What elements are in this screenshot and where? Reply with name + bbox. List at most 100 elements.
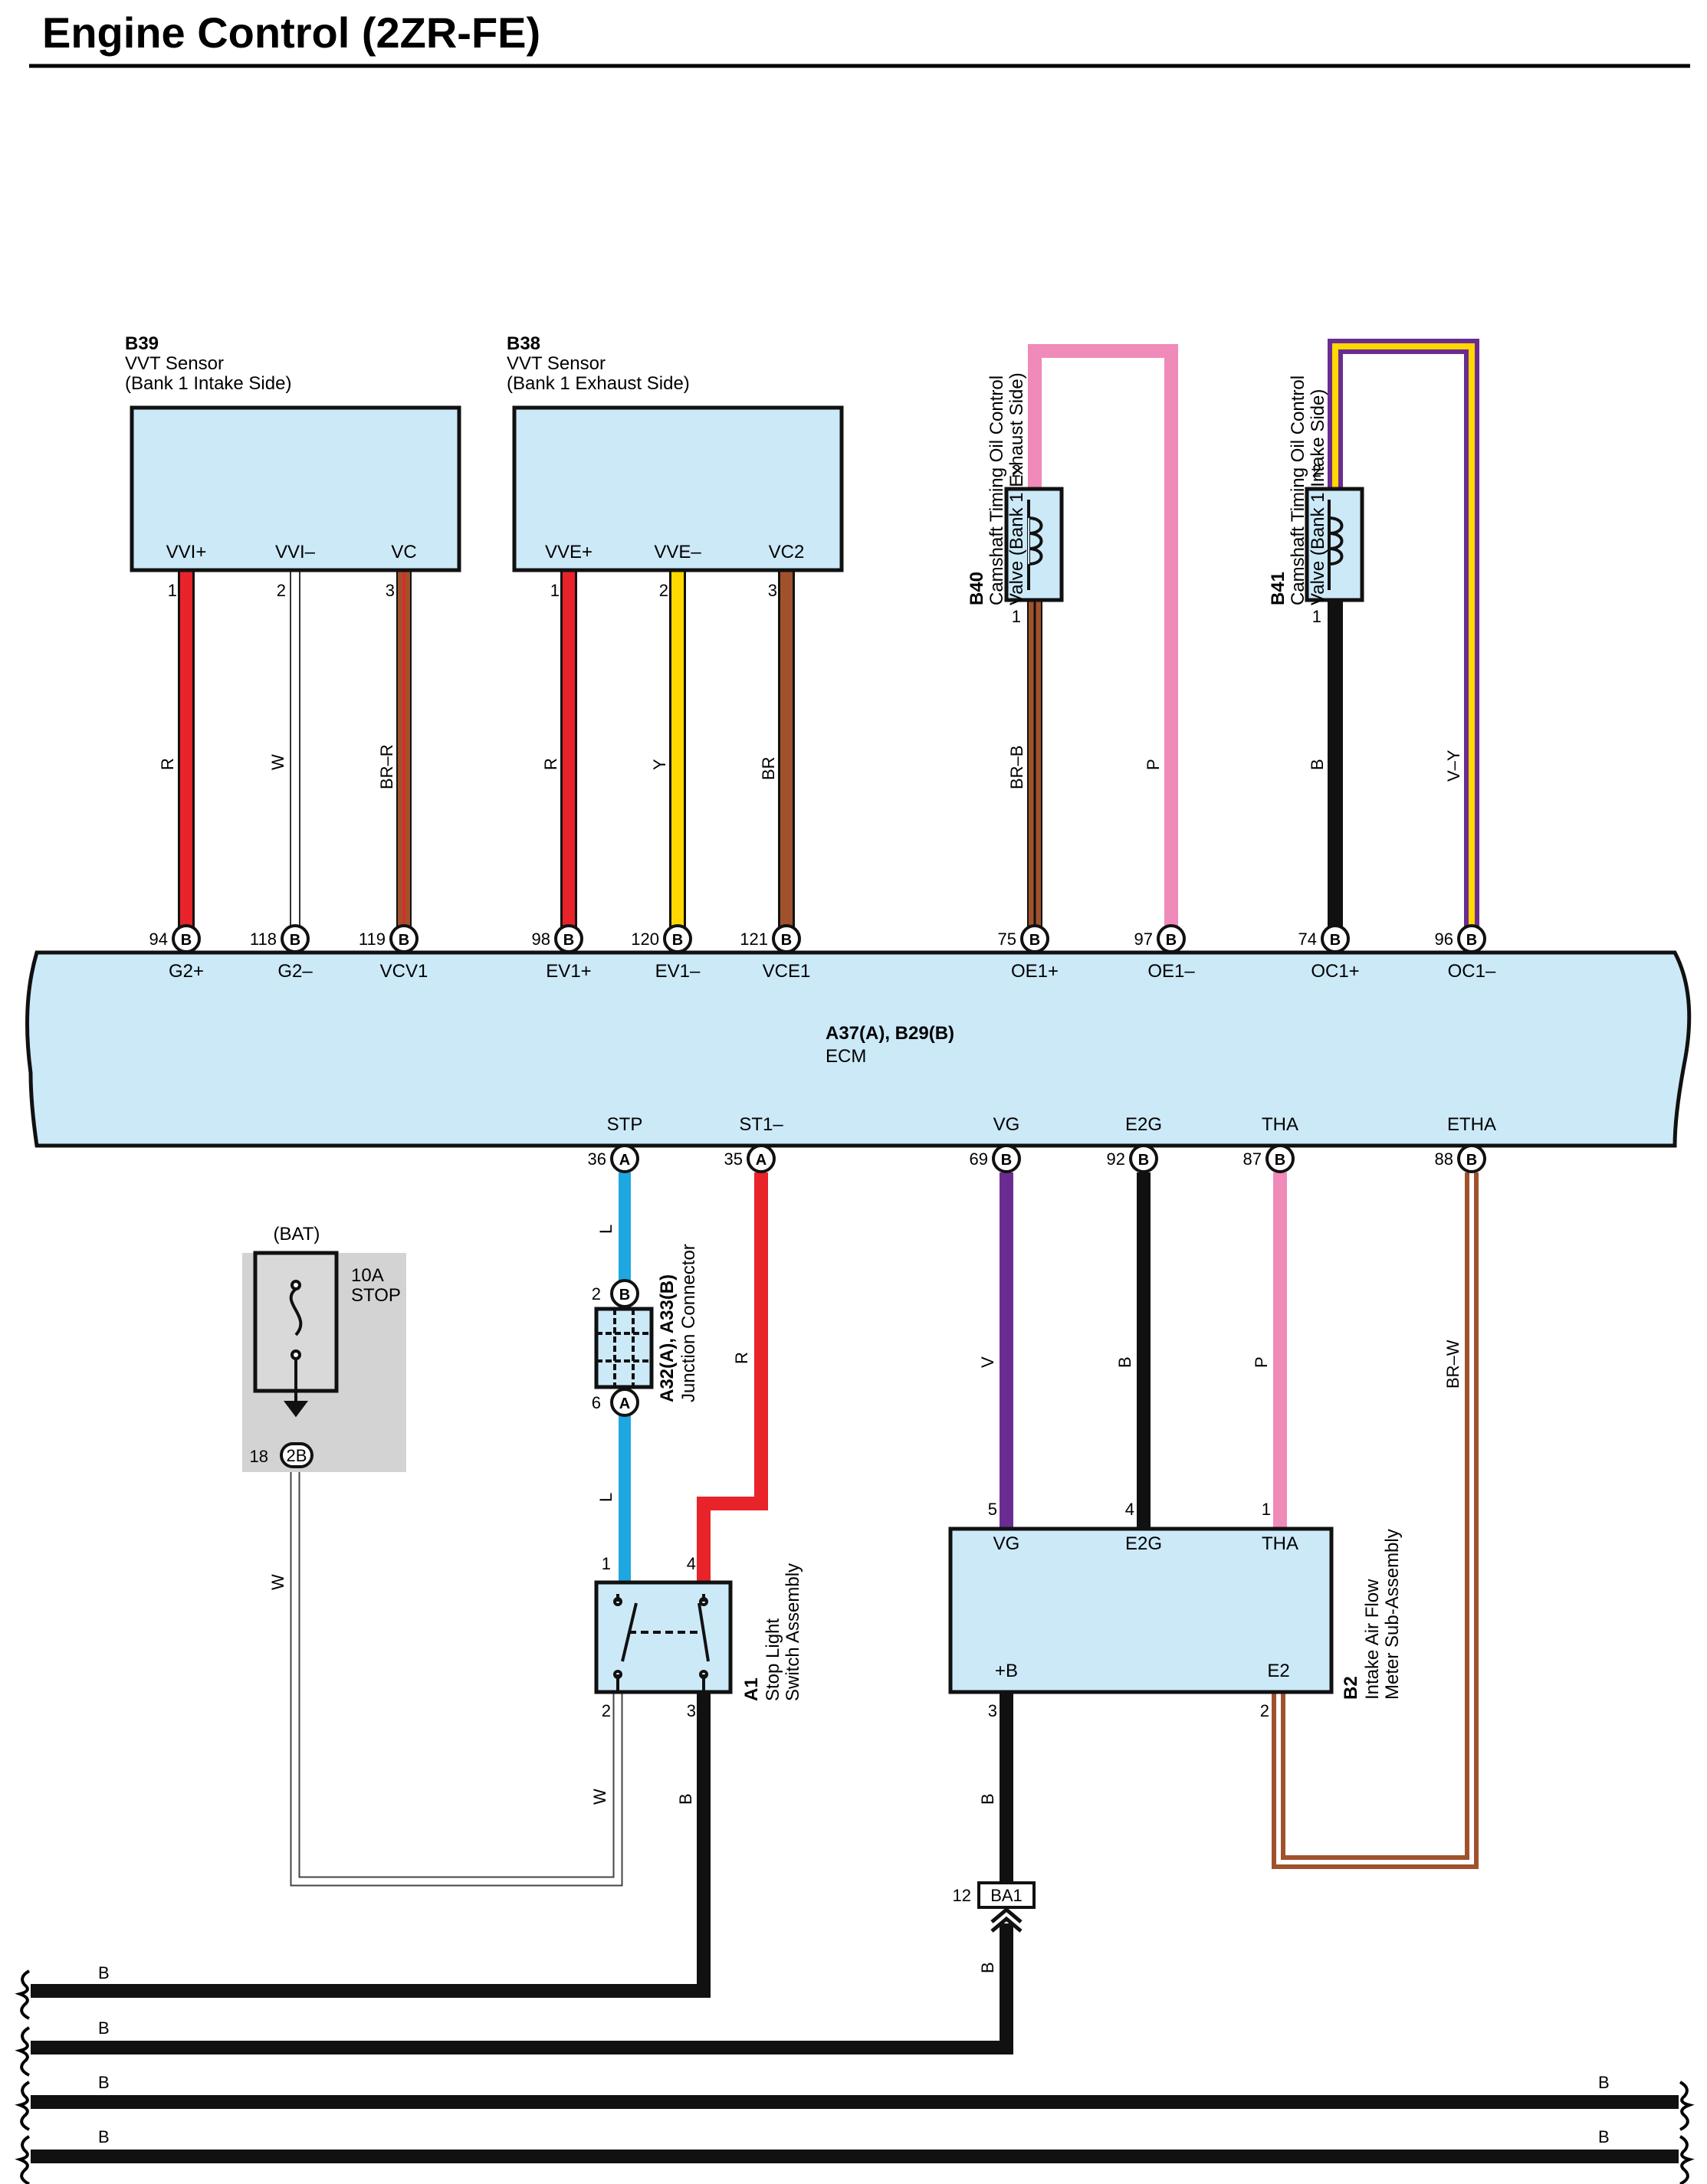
ecm-terminal-conn: A xyxy=(619,1152,630,1169)
ecm-terminal-circle xyxy=(747,1144,776,1173)
ecm-terminal-num: 96 xyxy=(1435,930,1453,949)
ecm-terminal-num: 98 xyxy=(532,930,550,949)
wire-label-vg: V xyxy=(978,1356,997,1368)
wire-labels-bottom: L L R V B P BR–W W W B B B B B B B B B xyxy=(98,1225,1610,2146)
wire-label-fuse-w: W xyxy=(268,1574,287,1590)
fuse-conn-label: 2B xyxy=(287,1446,307,1465)
ecm-terminal-circle xyxy=(1457,1144,1486,1173)
b39-line1: VVT Sensor xyxy=(125,353,224,374)
ecm-terminal-conn: B xyxy=(399,932,409,949)
wire-label-b39-1: R xyxy=(158,758,177,770)
fuse-source: (BAT) xyxy=(274,1224,320,1244)
wire-oc1minus xyxy=(1328,339,1479,927)
ecm-terminal-conn: B xyxy=(781,932,792,949)
ecm-terminal-label: OE1+ xyxy=(1011,961,1059,982)
ba1-chevron-icon xyxy=(990,1907,1023,1933)
ecm-terminal-conn: B xyxy=(1275,1152,1285,1169)
b38-pin-num-2: 2 xyxy=(659,581,668,600)
b2-pin-num-3: 3 xyxy=(988,1701,997,1720)
ecm-terminal-conn: B xyxy=(1330,932,1341,949)
wire-label-tha: P xyxy=(1252,1356,1271,1368)
ecm-terminal-num: 94 xyxy=(149,930,168,949)
ecm-terminal-conn: B xyxy=(181,932,192,949)
b41-box xyxy=(1305,487,1364,602)
b40-box xyxy=(1004,487,1064,602)
wire-label-b41-2: V–Y xyxy=(1444,749,1463,782)
a1-pin-4: 4 xyxy=(687,1554,696,1573)
wire-label-b39-2: W xyxy=(268,754,287,770)
wire-label-sw2: W xyxy=(590,1789,609,1805)
b38-box xyxy=(512,405,844,572)
b40-pin-1: 1 xyxy=(1012,607,1021,626)
ba1-num: 12 xyxy=(953,1886,971,1905)
wire-ba1-b xyxy=(31,1923,1013,2054)
ecm-terminal-conn: B xyxy=(672,932,683,949)
ecm-terminal-num: 92 xyxy=(1107,1149,1125,1169)
ecm-terminal-circle xyxy=(1457,924,1486,953)
ecm-terminal-circle xyxy=(610,1144,639,1173)
ecm-terminal-num: 121 xyxy=(740,930,768,949)
page-title: Engine Control (2ZR-FE) xyxy=(42,8,540,57)
b38-line1: VVT Sensor xyxy=(507,353,606,374)
ecm-terminal-label: OC1– xyxy=(1448,961,1496,982)
wire-label-stp-upper: L xyxy=(596,1225,616,1234)
ecm-code: A37(A), B29(B) xyxy=(826,1023,954,1044)
fuse-conn-2b xyxy=(280,1442,313,1468)
a1-pin-3: 3 xyxy=(687,1701,696,1720)
component-junction: 2 6 A32(A), A33(B) Junction Connector xyxy=(592,1244,699,1412)
component-b41: 2 1 B41 Camshaft Timing Oil Control Valv… xyxy=(1268,375,1364,626)
ecm-terminal-circle xyxy=(1129,1144,1158,1173)
wire-label-b40-2: P xyxy=(1144,759,1163,770)
fuse-rating: 10A xyxy=(351,1265,384,1286)
wire-label-ground-1: B xyxy=(98,1963,110,1982)
ecm-terminal-circle xyxy=(772,924,801,953)
fuse-icon xyxy=(284,1280,308,1418)
wire-etha xyxy=(1272,1172,1479,1869)
ecm-terminal-num: 74 xyxy=(1298,930,1317,949)
b2-pin-e2g: E2G xyxy=(1125,1533,1162,1554)
ecm-terminal-label: ETHA xyxy=(1447,1114,1496,1135)
junction-box xyxy=(594,1307,654,1389)
wire-oe1minus xyxy=(1028,344,1178,927)
ecm-terminal-conn: B xyxy=(1166,932,1177,949)
a1-pin-1: 1 xyxy=(602,1554,611,1573)
ecm-terminal-num: 87 xyxy=(1243,1149,1262,1169)
component-ba1: BA1 12 xyxy=(953,1881,1036,1933)
b41-line1: Camshaft Timing Oil Control xyxy=(1288,375,1308,605)
wire-labels-top: R W BR–R R Y BR BR–B P B V–Y xyxy=(158,744,1463,789)
wire-label-sw3: B xyxy=(676,1793,695,1805)
ecm-terminal-conn: B xyxy=(1466,932,1477,949)
b2-pin-num-4: 4 xyxy=(1125,1500,1134,1519)
b39-pin-vviminus: VVI– xyxy=(275,542,316,562)
wire-label-etha: BR–W xyxy=(1443,1340,1462,1389)
wire-label-ground-2: B xyxy=(98,2018,110,2038)
b38-pin-vc2: VC2 xyxy=(769,542,805,562)
ecm-terminal-label: ST1– xyxy=(739,1114,783,1135)
b2-pin-tha: THA xyxy=(1262,1533,1298,1554)
b38-pin-num-3: 3 xyxy=(768,581,777,600)
ecm-top-terminals: B94G2+B118G2–B119VCV1B98EV1+B120EV1–B121… xyxy=(149,924,1496,982)
component-b38: B38 VVT Sensor (Bank 1 Exhaust Side) VVE… xyxy=(507,333,844,600)
ecm-terminal-label: VG xyxy=(993,1114,1020,1135)
ecm-terminal-label: E2G xyxy=(1125,1114,1162,1135)
b2-code: B2 xyxy=(1341,1676,1361,1700)
ecm-terminal-circle xyxy=(1020,924,1049,953)
junction-top-conn: B xyxy=(619,1287,630,1304)
a1-code: A1 xyxy=(741,1677,762,1701)
wire-label-b38-3: BR xyxy=(759,756,778,780)
wire-st1 xyxy=(697,1172,768,1582)
b39-code: B39 xyxy=(125,333,159,354)
wire-label-b40-1: BR–B xyxy=(1007,746,1026,789)
wire-label-ground-r1: B xyxy=(1598,2073,1610,2092)
a1-pin-2: 2 xyxy=(602,1701,611,1720)
ecm-terminal-num: 120 xyxy=(631,930,659,949)
a1-line1: Stop Light xyxy=(763,1618,783,1701)
